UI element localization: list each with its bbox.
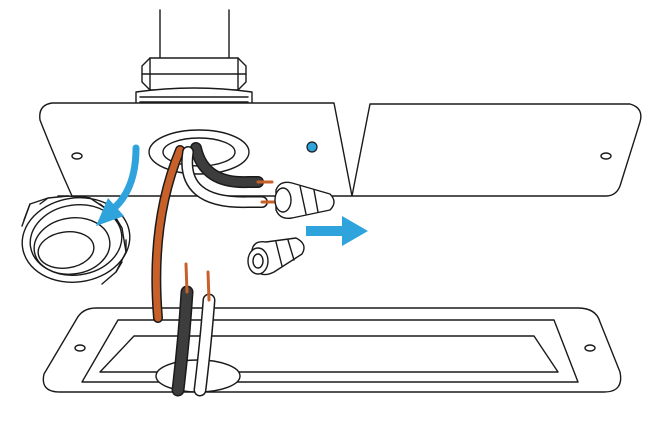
junction-box-cutout [43,308,620,392]
mounting-plate-right [352,104,641,196]
screw-icon [307,142,317,152]
mounting-hole [72,153,82,159]
conduit-pipe [136,10,252,110]
mounting-hole [75,345,85,351]
mounting-hole [601,153,611,159]
mounting-hole [585,345,595,351]
remove-wire-nut-arrow [306,216,368,246]
wire-nut-icon [248,238,304,275]
